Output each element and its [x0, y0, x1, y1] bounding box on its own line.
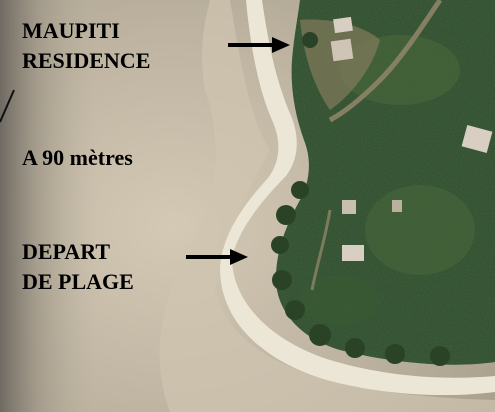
shore-trees — [271, 32, 450, 366]
building-icon — [342, 200, 356, 214]
building-icon — [461, 125, 493, 153]
residence-label-line2: RESIDENCE — [22, 48, 151, 73]
distance-text: A 90 mètres — [22, 145, 133, 170]
beach-label-line2: DE PLAGE — [22, 269, 134, 294]
building-icon — [330, 16, 354, 62]
vegetation-patch — [365, 185, 475, 275]
beach-start-label: DEPART DE PLAGE — [22, 237, 134, 297]
edge-line — [0, 89, 15, 123]
dirt-path — [310, 209, 332, 291]
building-icon — [342, 245, 364, 261]
beach-label-line1: DEPART — [22, 239, 111, 264]
arrow-right-icon — [228, 37, 290, 53]
residence-label-line1: MAUPITI — [22, 18, 120, 43]
arrow-right-icon — [186, 249, 248, 265]
clearing — [300, 19, 380, 110]
dirt-road — [328, 0, 443, 123]
vegetation-patch — [300, 275, 380, 325]
distance-label: A 90 mètres — [22, 143, 133, 173]
sand-flat — [159, 0, 495, 412]
building-icon — [392, 200, 402, 212]
residence-label: MAUPITI RESIDENCE — [22, 16, 150, 76]
